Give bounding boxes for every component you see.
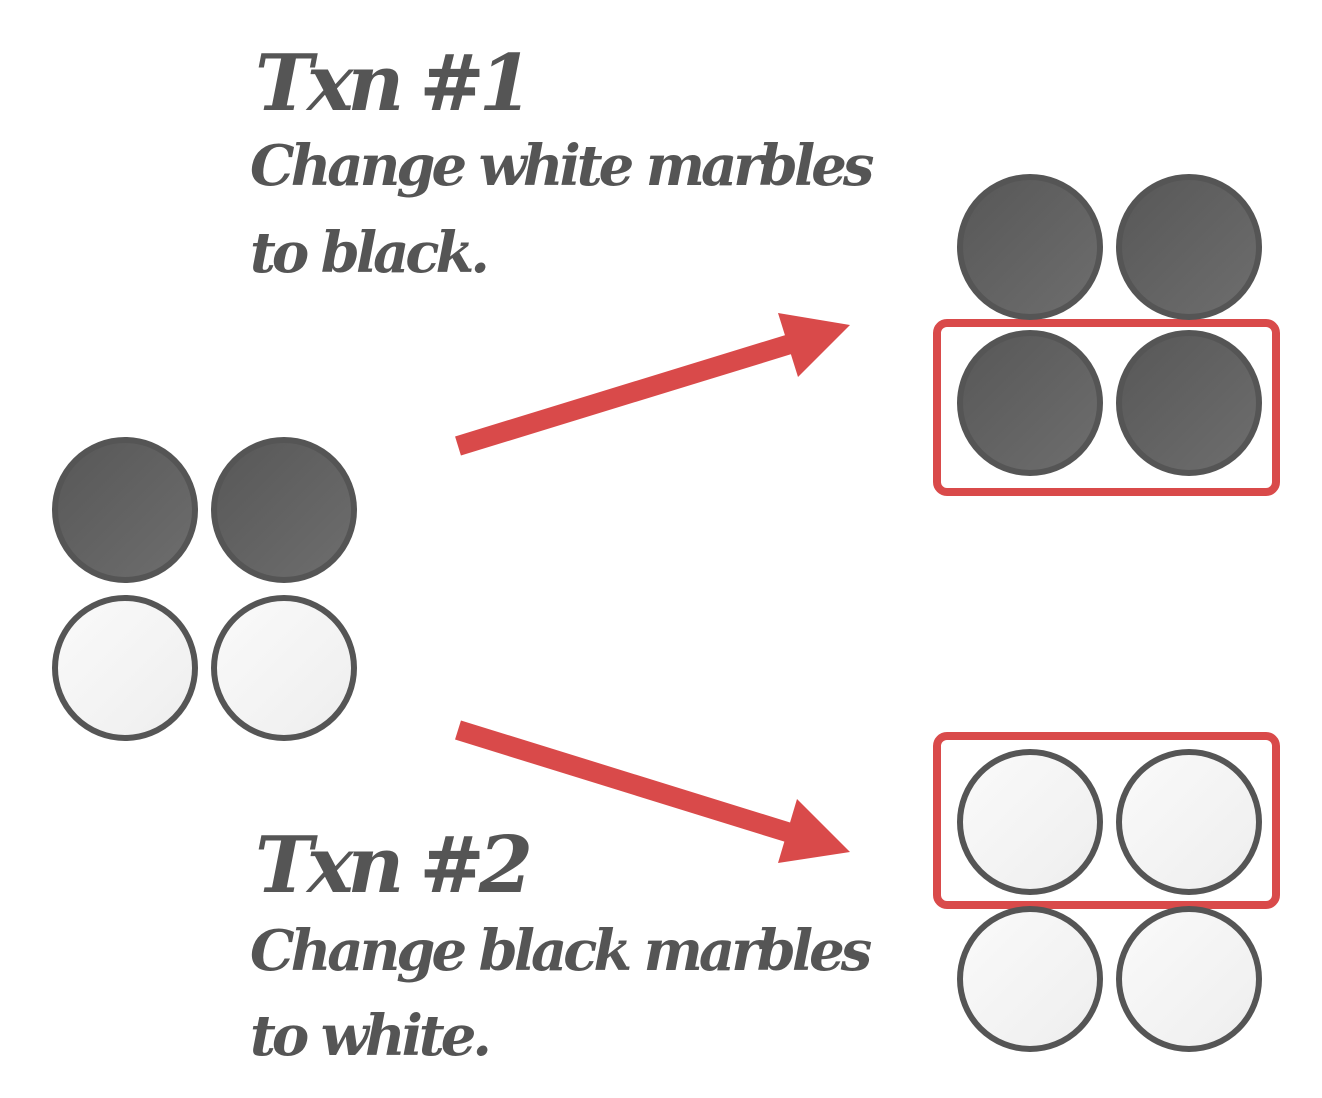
black-marble: [52, 437, 198, 583]
black-marble: [211, 437, 357, 583]
txn1-description-line1: Change white marbles: [250, 133, 874, 199]
txn2-title: Txn #2: [255, 820, 531, 911]
white-marble: [52, 595, 198, 741]
white-marble: [1116, 906, 1262, 1052]
white-marble: [957, 749, 1103, 895]
txn2-description-line1: Change black marbles: [250, 918, 872, 984]
black-marble: [1116, 330, 1262, 476]
txn2-label: Txn #2 Change black marbles to white.: [250, 820, 876, 1069]
txn1-changed-marbles-highlight: [933, 319, 1280, 496]
black-marble: [957, 174, 1103, 320]
txn2-description-line2: to white.: [250, 1003, 488, 1069]
black-marble: [957, 330, 1103, 476]
arrow-to-txn2-result: [455, 720, 850, 863]
initial-marbles: [52, 437, 357, 741]
white-marble: [957, 906, 1103, 1052]
white-marble: [1116, 749, 1262, 895]
txn1-result-marbles: [957, 174, 1262, 476]
txn1-label: Txn #1 Change white marbles to black.: [250, 38, 878, 286]
white-marble: [211, 595, 357, 741]
txn2-changed-marbles-highlight: [933, 732, 1280, 909]
txn1-description-line2: to black.: [250, 220, 486, 286]
txn2-result-marbles: [957, 749, 1262, 1052]
black-marble: [1116, 174, 1262, 320]
arrow-to-txn1-result: [455, 313, 850, 456]
txn1-title: Txn #1: [255, 38, 527, 129]
